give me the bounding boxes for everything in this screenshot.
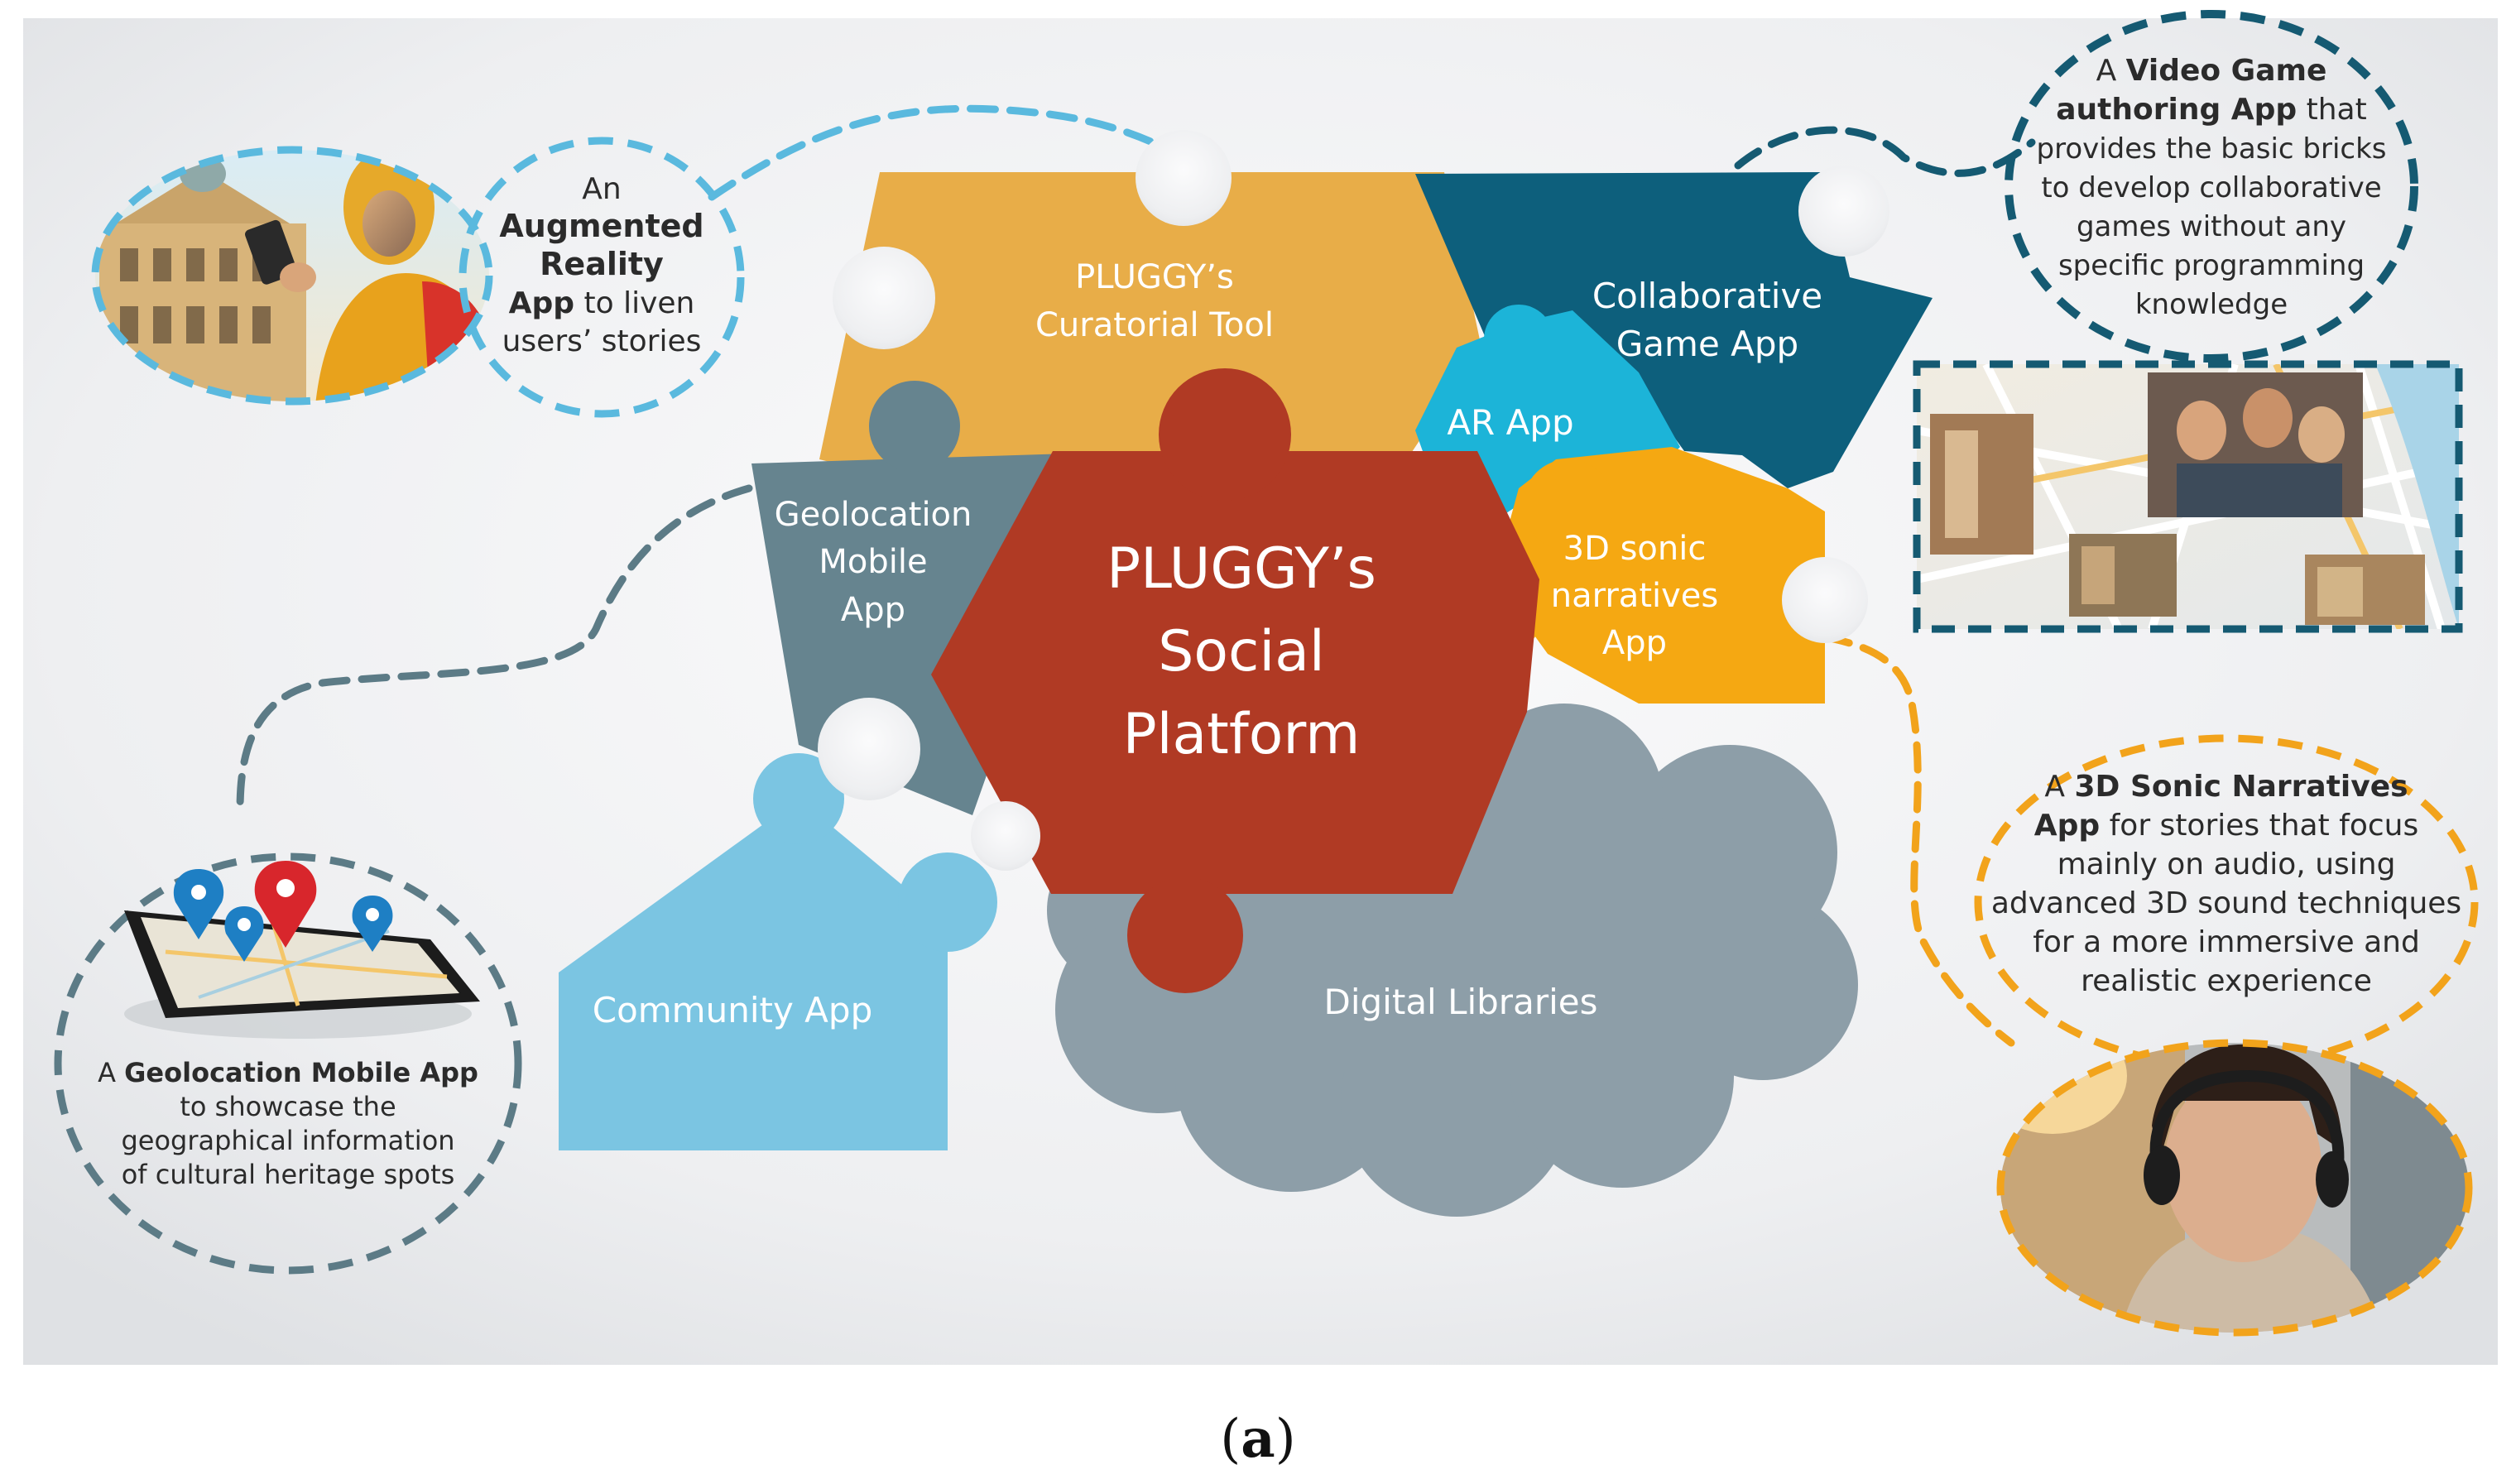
- sonic-callout-line-1: A 3D Sonic Narratives: [2044, 770, 2408, 804]
- game-callout-line-7: knowledge: [2135, 288, 2288, 321]
- game-callout-line-5: games without any: [2077, 210, 2346, 243]
- sonic-connector: [1821, 633, 2015, 1047]
- digital-libraries-label: Digital Libraries: [1324, 982, 1598, 1022]
- collaborative-label-2: Game App: [1616, 324, 1798, 364]
- ar-app-label: AR App: [1447, 402, 1573, 443]
- geo-callout: A Geolocation Mobile App to showcase the…: [54, 852, 522, 1275]
- ar-callout-line-3: Reality: [540, 246, 664, 282]
- phone-map-illustration: [124, 861, 480, 1039]
- sonic-callout-line-6: realistic experience: [2081, 964, 2372, 998]
- figure-label: (a): [1220, 1408, 1295, 1470]
- geo-callout-line-4: of cultural heritage spots: [122, 1159, 455, 1190]
- game-callout-line-6: specific programming: [2058, 249, 2365, 282]
- social-platform-piece[interactable]: [931, 368, 1539, 993]
- ar-photo: [91, 146, 493, 406]
- community-app-piece[interactable]: [559, 753, 997, 1150]
- sonic-callout-line-5: for a more immersive and: [2033, 925, 2420, 959]
- geo-callout-line-2: to showcase the: [180, 1091, 396, 1122]
- game-map-panel: [1913, 360, 2463, 633]
- social-label-2: Social: [1158, 619, 1325, 684]
- ar-callout-line-4: App to liven: [509, 286, 695, 320]
- curatorial-tool-piece[interactable]: [819, 130, 1481, 497]
- curatorial-label-2: Curatorial Tool: [1035, 306, 1274, 344]
- sonic-callout-line-3: mainly on audio, using: [2057, 848, 2396, 881]
- collaborative-label-1: Collaborative: [1592, 276, 1822, 316]
- geolocation-label-3: App: [841, 591, 905, 629]
- social-label-3: Platform: [1123, 702, 1361, 767]
- game-connector: [1734, 126, 2036, 177]
- game-callout-line-3: provides the basic bricks: [2037, 132, 2387, 166]
- game-callout-line-1: A Video Game: [2096, 54, 2327, 88]
- geo-connector: [236, 484, 753, 815]
- ar-callout-line-2: Augmented: [499, 208, 703, 244]
- game-callout: A Video Game authoring App that provides…: [2005, 10, 2418, 363]
- curatorial-label-1: PLUGGY’s: [1075, 258, 1234, 296]
- ar-callout: An Augmented Reality App to liven users’…: [459, 137, 745, 418]
- ar-callout-line-1: An: [582, 172, 621, 206]
- sonic-label-2: narratives: [1551, 577, 1718, 615]
- sonic-label-3: App: [1602, 624, 1667, 662]
- sonic-label-1: 3D sonic: [1563, 530, 1707, 568]
- collaborative-game-app-piece[interactable]: [1415, 166, 1933, 488]
- sonic-callout-line-2: App for stories that focus: [2034, 809, 2418, 843]
- sonic-photo: [1996, 1039, 2473, 1337]
- geo-callout-line-3: geographical information: [121, 1125, 454, 1156]
- ar-callout-line-5: users’ stories: [502, 324, 702, 358]
- geolocation-label-1: Geolocation: [775, 496, 972, 534]
- geo-callout-line-1: A Geolocation Mobile App: [98, 1057, 478, 1088]
- game-callout-line-4: to develop collaborative: [2041, 171, 2381, 204]
- geolocation-label-2: Mobile: [819, 543, 927, 581]
- social-label-1: PLUGGY’s: [1107, 536, 1376, 602]
- sonic-callout-line-4: advanced 3D sound techniques: [1991, 886, 2461, 920]
- community-label: Community App: [593, 990, 872, 1030]
- game-callout-line-2: authoring App that: [2056, 93, 2366, 127]
